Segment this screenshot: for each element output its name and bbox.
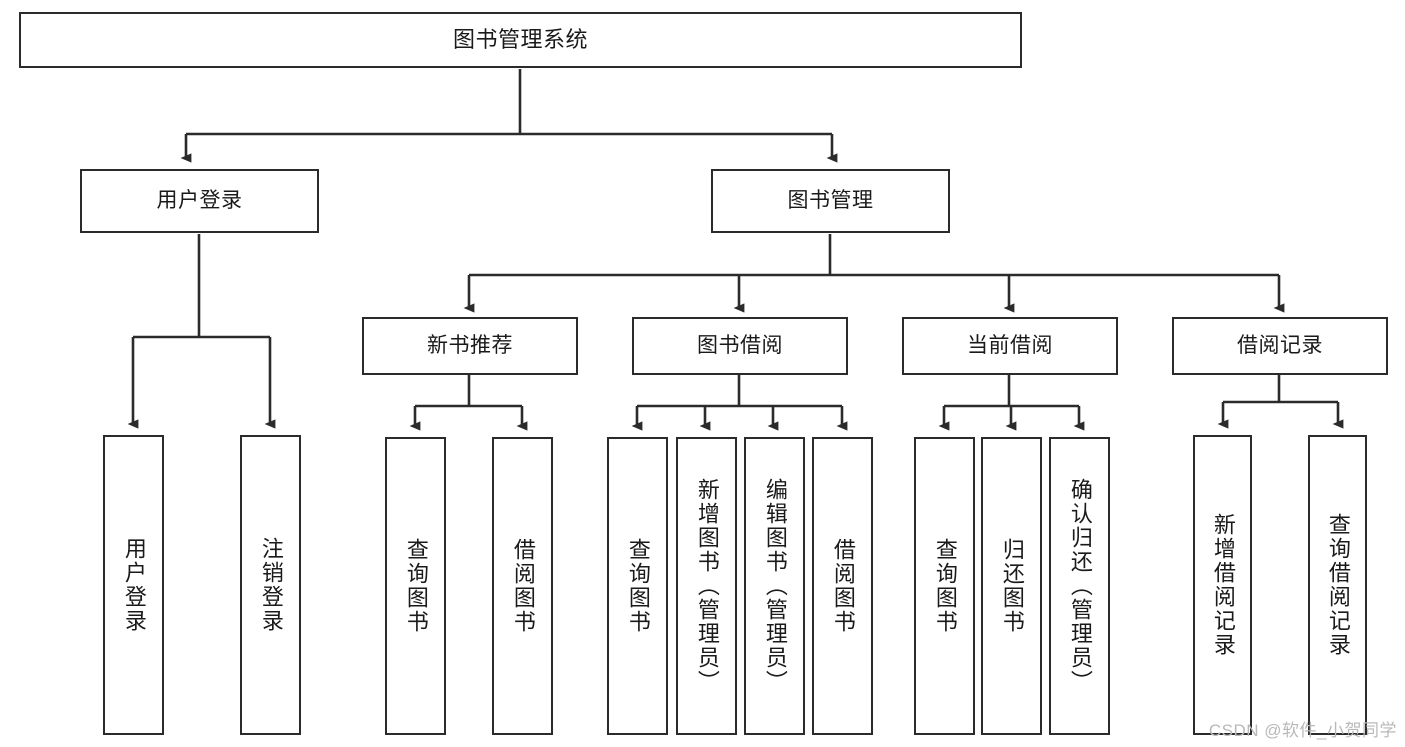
node-label: 归还图书 (999, 538, 1025, 634)
leaf-query-book-borrow[interactable]: 查询图书 (607, 437, 668, 735)
node-label: 借阅图书 (830, 538, 856, 634)
node-label: 新书推荐 (427, 333, 513, 357)
leaf-query-book-recommend[interactable]: 查询图书 (385, 437, 446, 735)
node-label: 查询图书 (625, 538, 651, 634)
node-label: 编辑图书（管理员） (762, 478, 788, 694)
leaf-add-borrow-record[interactable]: 新增借阅记录 (1193, 435, 1252, 735)
node-label: 查询借阅记录 (1325, 513, 1351, 657)
node-label: 当前借阅 (967, 333, 1053, 357)
node-label: 图书管理系统 (452, 27, 588, 53)
leaf-borrow-book-recommend[interactable]: 借阅图书 (492, 437, 553, 735)
leaf-edit-book-admin[interactable]: 编辑图书（管理员） (744, 437, 805, 735)
leaf-confirm-return-admin[interactable]: 确认归还（管理员） (1049, 437, 1110, 735)
node-current-borrow[interactable]: 当前借阅 (902, 317, 1118, 375)
node-root[interactable]: 图书管理系统 (19, 12, 1022, 68)
leaf-query-borrow-record[interactable]: 查询借阅记录 (1308, 435, 1367, 735)
node-label: 新增借阅记录 (1210, 513, 1236, 657)
node-label: 用户登录 (121, 537, 147, 633)
node-new-book-recommend[interactable]: 新书推荐 (362, 317, 578, 375)
node-label: 确认归还（管理员） (1067, 478, 1093, 694)
node-label: 查询图书 (403, 538, 429, 634)
node-label: 图书管理 (787, 188, 874, 212)
watermark-text: CSDN @软件_小贺同学 (1208, 721, 1397, 740)
node-label: 查询图书 (932, 538, 958, 634)
node-label: 新增图书（管理员） (694, 478, 720, 694)
leaf-return-book[interactable]: 归还图书 (981, 437, 1042, 735)
leaf-user-logout[interactable]: 注销登录 (240, 435, 301, 735)
leaf-user-login[interactable]: 用户登录 (103, 435, 164, 735)
node-book-management[interactable]: 图书管理 (711, 169, 950, 233)
leaf-query-book-current[interactable]: 查询图书 (914, 437, 975, 735)
node-label: 用户登录 (156, 188, 243, 212)
node-label: 图书借阅 (697, 333, 783, 357)
node-label: 注销登录 (258, 537, 284, 633)
node-label: 借阅图书 (510, 538, 536, 634)
leaf-add-book-admin[interactable]: 新增图书（管理员） (676, 437, 737, 735)
node-user-login[interactable]: 用户登录 (80, 169, 319, 233)
node-book-borrow[interactable]: 图书借阅 (632, 317, 848, 375)
node-borrow-records[interactable]: 借阅记录 (1172, 317, 1388, 375)
leaf-borrow-book[interactable]: 借阅图书 (812, 437, 873, 735)
node-label: 借阅记录 (1237, 333, 1323, 357)
